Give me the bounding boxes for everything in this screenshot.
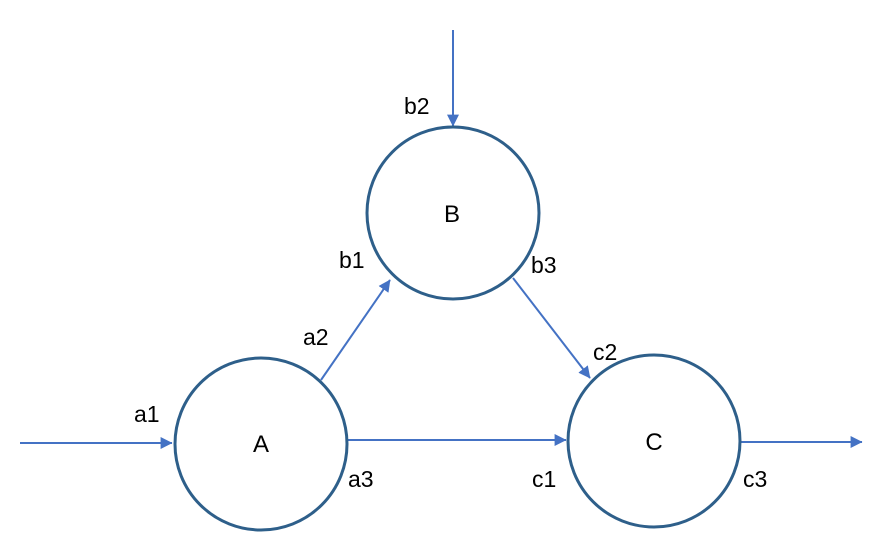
port-label-a3: a3 [348, 466, 374, 492]
port-label-b2: b2 [404, 93, 430, 119]
port-label-a1: a1 [134, 401, 160, 427]
node-c-circle [566, 353, 742, 529]
node-b-label: B [444, 201, 460, 228]
port-label-c3: c3 [743, 466, 767, 492]
port-label-b1: b1 [339, 247, 365, 273]
edge-b-to-c [512, 277, 591, 379]
node-b-circle [365, 125, 541, 301]
port-label-c1: c1 [532, 466, 556, 492]
edge-a-to-b [320, 279, 391, 381]
node-a-circle [173, 356, 349, 532]
port-label-c2: c2 [593, 339, 617, 365]
node-c: C [566, 353, 742, 529]
port-label-a2: a2 [303, 324, 329, 350]
node-b: B [365, 125, 541, 301]
node-a: A [173, 356, 349, 532]
node-a-label: A [253, 431, 269, 458]
node-c-label: C [645, 429, 662, 456]
port-label-b3: b3 [531, 252, 557, 278]
